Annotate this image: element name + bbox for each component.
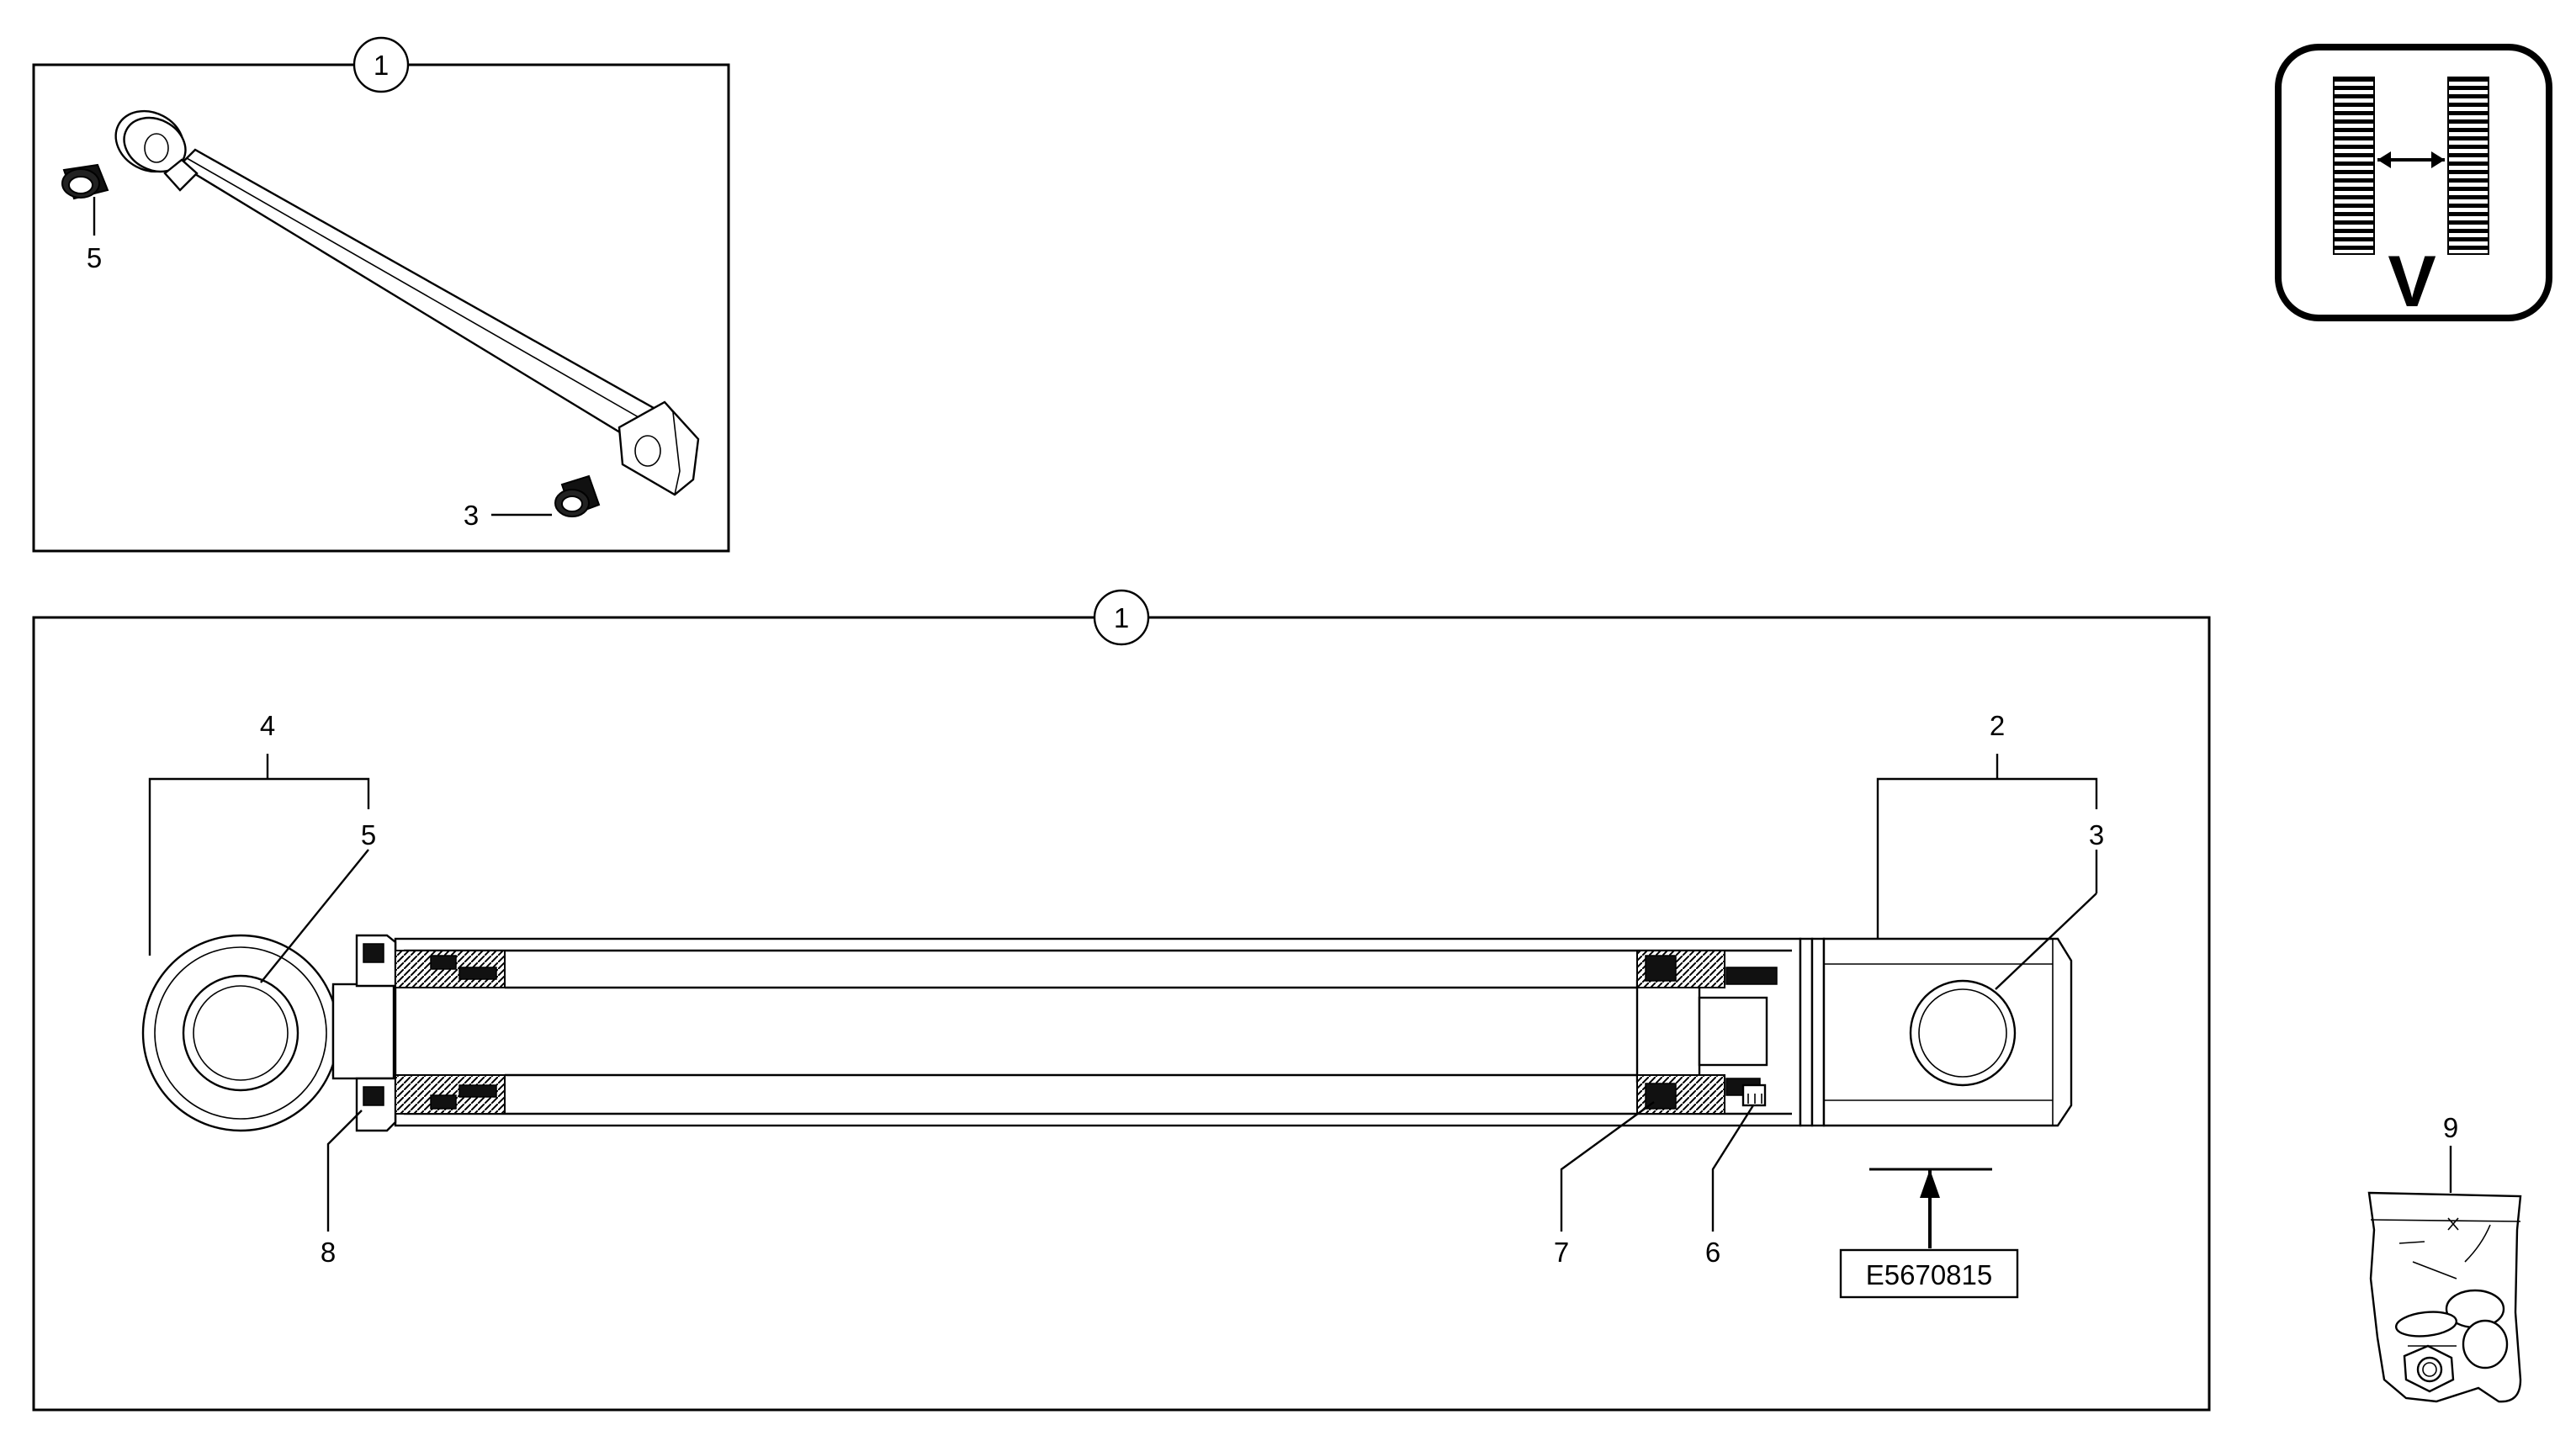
nut-icon [2403, 1344, 2455, 1393]
callout-assembly-top-text: 1 [374, 50, 389, 81]
bushing-icon [491, 474, 601, 517]
seal-kit-bag-icon [2367, 1146, 2522, 1403]
variant-symbol-letter: V [2388, 241, 2436, 322]
callout-7: 7 [1554, 1237, 1569, 1268]
callout-bushing-top-right: 3 [464, 500, 479, 531]
callout-9: 9 [2443, 1112, 2458, 1143]
callout-4: 4 [260, 710, 275, 741]
callout-6: 6 [1705, 1237, 1720, 1268]
bottom-clevis [1799, 937, 2073, 1127]
callout-assembly-top: 1 [352, 36, 410, 93]
section-view-panel: 1 [32, 589, 2211, 1412]
reference-box [1839, 1248, 2019, 1299]
gland-head [355, 934, 506, 1132]
cylinder-tube [394, 937, 1802, 1127]
callout-2: 2 [1990, 710, 2005, 741]
leader-lines [148, 754, 2098, 1232]
callout-bushing-top-left: 5 [87, 242, 102, 273]
callout-assembly-main-text: 1 [1114, 602, 1129, 633]
bushing-icon [61, 163, 109, 236]
variant-symbol-icon: V [2275, 44, 2552, 322]
iso-view-panel: 1 5 [32, 36, 730, 553]
callout-8: 8 [321, 1237, 336, 1268]
piston [1635, 950, 1778, 1115]
reference-code: E5670815 [1866, 1259, 1992, 1290]
callout-3: 3 [2089, 819, 2104, 850]
view-arrow-icon [1869, 1168, 1992, 1248]
rod-eye [141, 934, 340, 1132]
callout-assembly-main: 1 [1093, 589, 1150, 646]
cylinder-iso-view-icon [114, 109, 700, 496]
callout-5: 5 [361, 819, 376, 850]
